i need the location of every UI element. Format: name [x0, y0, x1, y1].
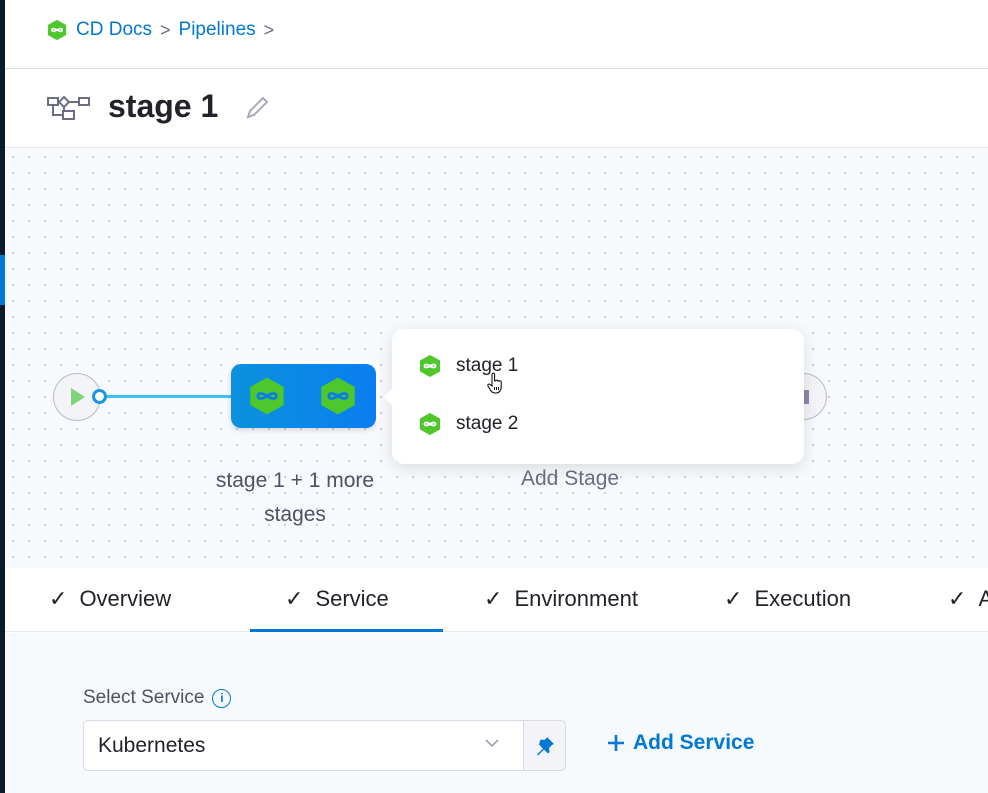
page-title: stage 1 [108, 88, 219, 124]
pipeline-stage-icon [47, 95, 90, 120]
select-service-label: Select Service i [83, 687, 232, 709]
check-icon: ✓ [724, 586, 743, 611]
cd-module-icon [47, 19, 67, 41]
stage-group-label: stage 1 + 1 more stages [215, 469, 375, 526]
cd-stage-icon [420, 413, 440, 435]
start-port[interactable] [92, 389, 107, 404]
connector-line [107, 395, 232, 398]
popup-item-label: stage 2 [456, 413, 519, 434]
pin-button[interactable] [523, 720, 566, 771]
tab-advanced[interactable]: ✓ Advanced [948, 586, 988, 612]
hand-cursor-icon [487, 372, 502, 394]
stage-group-node[interactable] [231, 364, 376, 428]
label-text: Select Service [83, 687, 205, 708]
tab-label: Advanced [978, 586, 988, 611]
tab-label: Service [315, 586, 389, 611]
service-select-value: Kubernetes [98, 734, 206, 757]
popup-item-stage-1[interactable]: stage 1 [418, 354, 518, 378]
divider [5, 68, 988, 69]
cd-stage-icon [321, 377, 355, 415]
info-icon[interactable]: i [212, 688, 232, 708]
breadcrumb-cd-docs[interactable]: CD Docs [76, 19, 153, 40]
service-select[interactable]: Kubernetes [83, 720, 524, 771]
title-bar [5, 69, 988, 148]
tab-execution[interactable]: ✓ Execution [724, 586, 851, 612]
play-icon [71, 388, 85, 406]
stage-tabs: ✓ Overview ✓ Service ✓ Environment ✓ Executi… [5, 568, 988, 632]
stage-group-popup: stage 1 stage 2 [384, 329, 804, 464]
tab-label: Environment [514, 586, 638, 611]
breadcrumb-separator: > [160, 19, 171, 40]
breadcrumb-pipelines[interactable]: Pipelines [178, 19, 256, 40]
chevron-down-icon [485, 739, 499, 748]
pin-icon [537, 737, 554, 756]
side-nav-active-indicator [0, 255, 5, 305]
breadcrumb: CD Docs > Pipelines > [46, 19, 274, 41]
pencil-icon[interactable] [244, 95, 270, 121]
side-nav [0, 0, 5, 793]
popup-item-label: stage 1 [456, 355, 519, 376]
tab-service[interactable]: ✓ Service [285, 586, 389, 612]
check-icon: ✓ [49, 586, 68, 611]
cd-stage-icon [250, 377, 284, 415]
active-tab-indicator [250, 629, 443, 632]
check-icon: ✓ [484, 586, 503, 611]
tab-label: Overview [79, 586, 172, 611]
tab-environment[interactable]: ✓ Environment [484, 586, 638, 612]
plus-icon [608, 735, 624, 751]
popup-item-stage-2[interactable]: stage 2 [418, 412, 518, 436]
check-icon: ✓ [285, 586, 304, 611]
cd-stage-icon [420, 355, 440, 377]
tab-label: Execution [754, 586, 852, 611]
add-stage-label[interactable]: Add Stage [521, 467, 620, 490]
stop-icon [802, 390, 809, 404]
check-icon: ✓ [948, 586, 967, 611]
tab-overview[interactable]: ✓ Overview [49, 586, 171, 612]
add-service-label: Add Service [633, 731, 755, 754]
breadcrumb-separator: > [263, 19, 275, 40]
add-service-button[interactable]: Add Service [607, 731, 754, 755]
